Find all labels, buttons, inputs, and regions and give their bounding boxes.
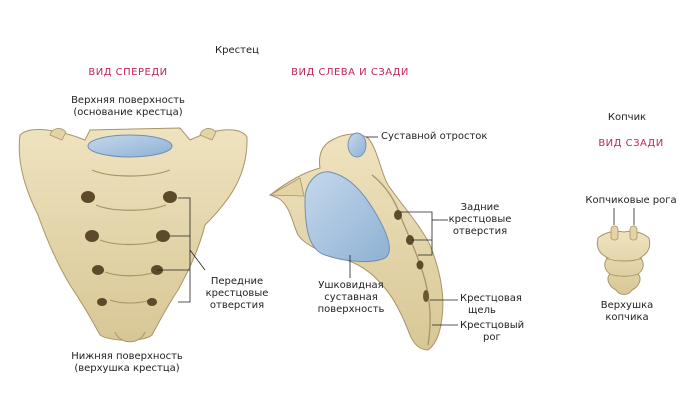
- anterior-foramina-label-line3: отверстия: [209, 300, 265, 311]
- lower-surface-label-line1: Нижняя поверхность: [71, 351, 183, 362]
- articular-process: [347, 132, 367, 158]
- base-articular-surface: [87, 134, 173, 158]
- coccygeal-horns-label: Копчиковые рога: [585, 195, 677, 206]
- auricular-surface-label-line2: суставная: [324, 292, 378, 303]
- articular-process-label: Суставной отросток: [381, 131, 488, 142]
- posterior-foramina-label-line2: крестцовые: [448, 214, 512, 225]
- posterior-foramen: [406, 235, 414, 245]
- auricular-surface-label-line1: Ушковидная: [318, 280, 384, 291]
- lower-surface-label-line2: (верхушка крестца): [74, 363, 180, 374]
- posterior-foramina-label-line1: Задние: [460, 202, 500, 213]
- anterior-foramen: [156, 230, 170, 242]
- coccyx-title: Копчик: [607, 112, 647, 123]
- upper-surface-label-line1: Верхняя поверхность: [71, 95, 185, 106]
- sacral-horn-label-line1: Крестцовый: [460, 320, 525, 331]
- posterior-foramina-label-line3: отверстия: [452, 226, 508, 237]
- coccyx-view: [596, 208, 651, 295]
- anterior-foramen: [147, 298, 157, 306]
- lateral-view-heading: ВИД СЛЕВА И СЗАДИ: [291, 67, 409, 78]
- sacral-hiatus-label-line1: Крестцовая: [460, 293, 522, 304]
- anterior-foramina-label-line2: крестцовые: [205, 288, 269, 299]
- anterior-foramen: [163, 191, 177, 203]
- coccyx-view-heading: ВИД СЗАДИ: [598, 138, 664, 149]
- coccyx-apex-label-line2: копчика: [605, 312, 649, 323]
- anterior-foramen: [92, 265, 104, 275]
- posterior-foramen: [416, 260, 424, 270]
- anterior-foramen: [85, 230, 99, 242]
- sacrum-front-view: [18, 127, 248, 343]
- anterior-foramina-label-line1: Передние: [210, 276, 264, 287]
- anterior-foramen: [81, 191, 95, 203]
- sacrum-lateral-view: [268, 132, 458, 351]
- auricular-surface: [304, 171, 390, 263]
- sacral-horn-label-line2: рог: [483, 332, 501, 343]
- coccyx-apex-label-line1: Верхушка: [600, 300, 654, 311]
- front-view-heading: ВИД СПЕРЕДИ: [88, 67, 168, 78]
- auricular-surface-label-line3: поверхность: [317, 304, 385, 315]
- sacral-hiatus-label-line2: щель: [468, 305, 496, 316]
- posterior-foramen: [394, 210, 402, 220]
- diagram-title: Крестец: [215, 45, 259, 56]
- upper-surface-label-line2: (основание крестца): [73, 107, 183, 118]
- anterior-foramen: [97, 298, 107, 306]
- sacral-hiatus: [423, 290, 429, 302]
